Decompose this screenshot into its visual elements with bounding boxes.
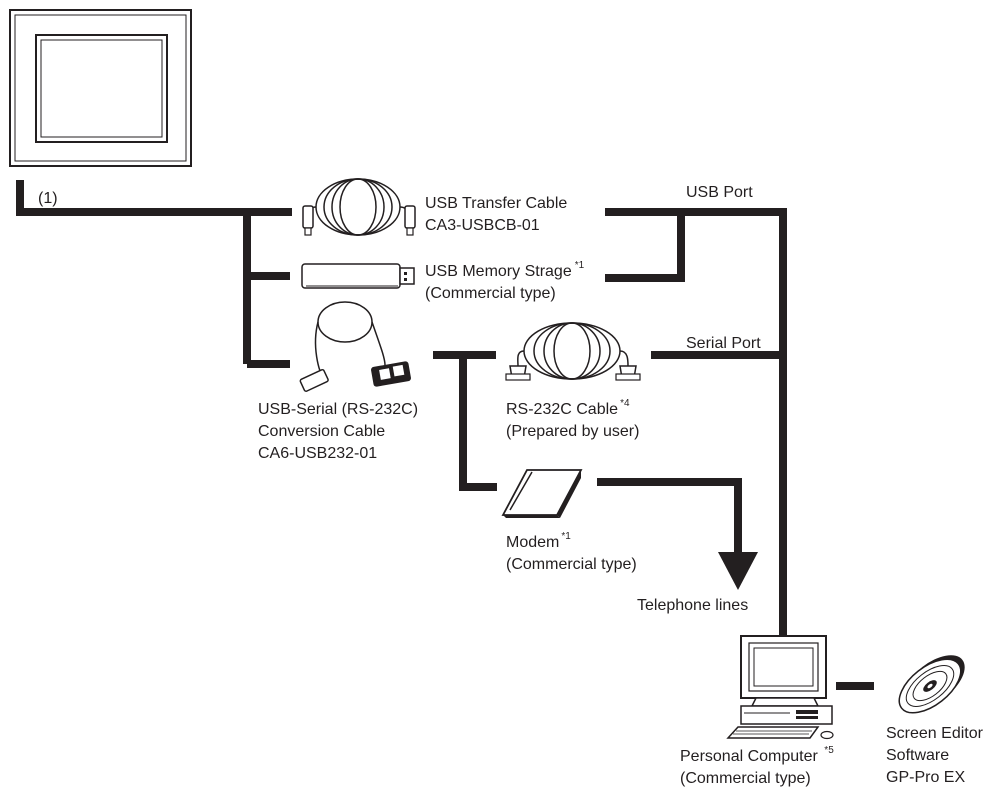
software-title: Screen Editor: [886, 725, 984, 742]
usb-memory-icon: [301, 263, 415, 289]
modem-footnote: *1: [561, 531, 571, 542]
port-label: (1): [38, 190, 58, 207]
telephone-arrow: [718, 552, 758, 590]
serial-port-label: Serial Port: [686, 335, 761, 352]
usb-serial-cable-name: USB-Serial (RS-232C): [258, 401, 418, 418]
rs232c-cable-footnote: *4: [620, 398, 630, 409]
personal-computer-icon: [726, 635, 834, 740]
rs232c-cable-name: RS-232C Cable*4: [506, 398, 630, 418]
usb-port-wire: [605, 208, 787, 688]
telephone-lines-label: Telephone lines: [637, 597, 748, 614]
display-port-wire: [16, 180, 292, 216]
modem-name: Modem*1: [506, 531, 571, 551]
personal-computer-footnote: *5: [824, 745, 834, 756]
usb-memory-name: USB Memory Strage*1: [425, 260, 585, 280]
usb-port-label: USB Port: [686, 184, 753, 201]
usb-transfer-cable-name: USB Transfer Cable: [425, 195, 567, 212]
usb-transfer-cable-icon: [302, 178, 416, 236]
display-unit: [9, 9, 192, 167]
telephone-wire: [597, 478, 742, 552]
software-product: GP-Pro EX: [886, 769, 965, 786]
usb-memory-type: (Commercial type): [425, 285, 556, 302]
software-subtitle: Software: [886, 747, 949, 764]
rs232c-cable-icon: [505, 322, 641, 381]
modem-branch-wire: [459, 355, 497, 491]
usb-serial-cable-desc: Conversion Cable: [258, 423, 385, 440]
usb-transfer-cable-model: CA3-USBCB-01: [425, 217, 540, 234]
cd-rom-icon: [898, 655, 965, 714]
modem-type: (Commercial type): [506, 556, 637, 573]
personal-computer-name: Personal Computer *5: [680, 745, 834, 765]
wiring: [16, 180, 874, 690]
usb-memory-footnote: *1: [575, 260, 585, 271]
personal-computer-type: (Commercial type): [680, 770, 811, 787]
rs232c-cable-note: (Prepared by user): [506, 423, 639, 440]
usb-serial-cable-model: CA6-USB232-01: [258, 445, 377, 462]
usb-serial-cable-icon: [299, 301, 411, 392]
modem-icon: [501, 469, 583, 518]
usb-memory-join-wire: [605, 212, 685, 282]
